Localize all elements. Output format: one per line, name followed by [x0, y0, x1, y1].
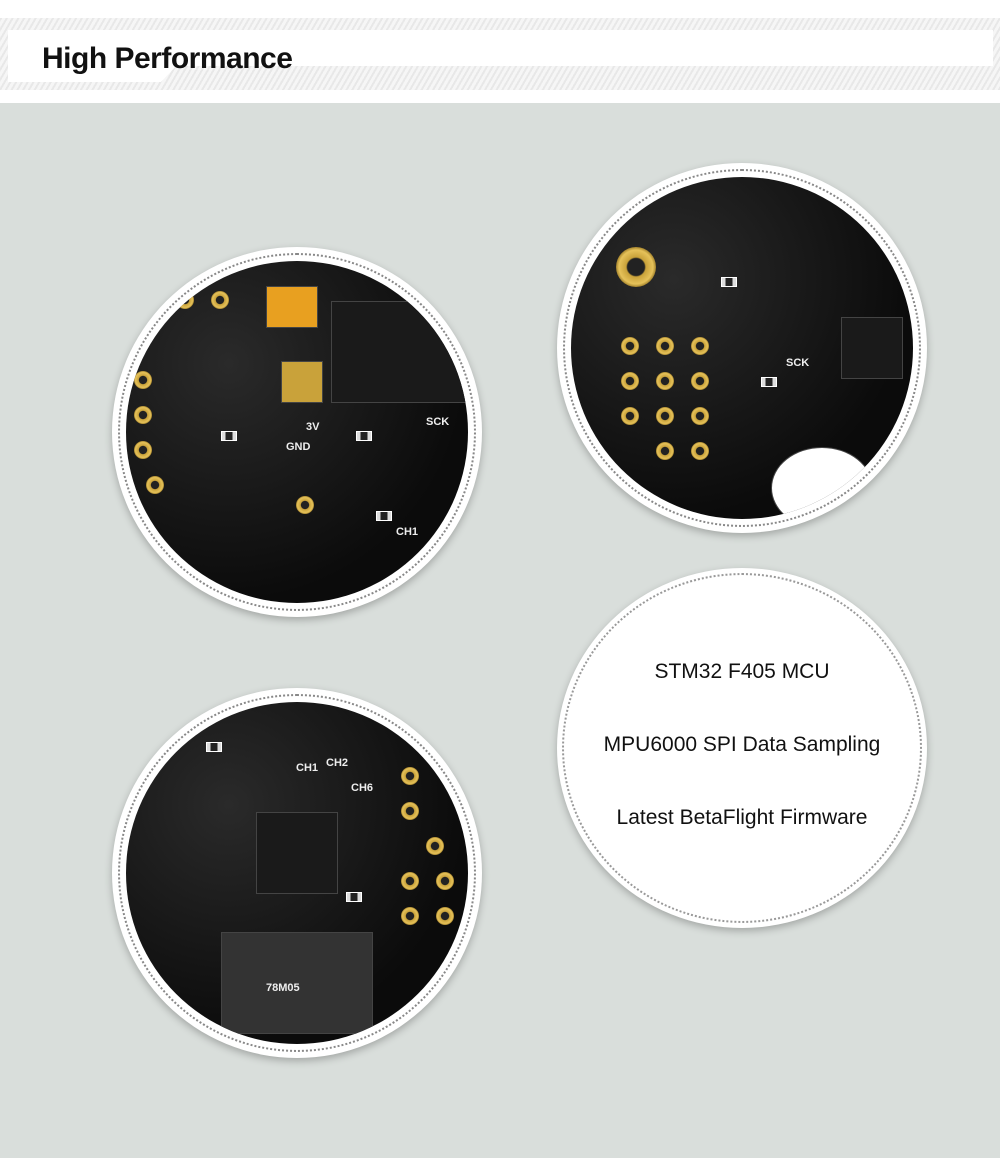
- silk-label: CH6: [351, 782, 374, 794]
- pad: [691, 442, 709, 460]
- pad: [656, 442, 674, 460]
- pad: [211, 291, 229, 309]
- silk-label: SCK: [426, 416, 450, 428]
- pcb-closeup-regulator: CH1 CH2 CH6 78M05: [112, 688, 482, 1058]
- pad: [691, 337, 709, 355]
- smd-part: [346, 892, 362, 902]
- pad: [401, 907, 419, 925]
- feature-circle: STM32 F405 MCU MPU6000 SPI Data Sampling…: [557, 568, 927, 928]
- pad: [656, 407, 674, 425]
- pad: [656, 372, 674, 390]
- pad: [436, 907, 454, 925]
- silk-label: 78M05: [266, 982, 300, 994]
- silk-label: CH1: [396, 526, 419, 538]
- pad: [176, 291, 194, 309]
- banner-tab: [8, 64, 178, 82]
- pcb-photo: SCK: [571, 177, 913, 519]
- section-banner: [0, 18, 1000, 90]
- pad: [296, 496, 314, 514]
- pad: [621, 407, 639, 425]
- mount-hole: [616, 247, 656, 287]
- smd-part: [761, 377, 777, 387]
- smd-part: [721, 277, 737, 287]
- pcb-closeup-pins: SCK: [557, 163, 927, 533]
- chip: [256, 812, 338, 894]
- mcu-chip: [841, 317, 903, 379]
- chip: [331, 301, 468, 403]
- pad: [146, 476, 164, 494]
- pad: [134, 371, 152, 389]
- silk-label: SCK: [786, 357, 810, 369]
- pad: [134, 406, 152, 424]
- smd-part: [376, 511, 392, 521]
- pad: [691, 407, 709, 425]
- smd-part: [221, 431, 237, 441]
- capacitor: [266, 286, 318, 328]
- pad: [621, 337, 639, 355]
- pad: [621, 372, 639, 390]
- smd-part: [356, 431, 372, 441]
- pcb-photo: 3V GND SCK CH1: [126, 261, 468, 603]
- pad: [401, 802, 419, 820]
- section-title: High Performance: [42, 42, 293, 75]
- feature-mcu: STM32 F405 MCU: [654, 660, 830, 683]
- smd-part: [206, 742, 222, 752]
- feature-gyro: MPU6000 SPI Data Sampling: [603, 733, 881, 756]
- silk-label: 3V: [306, 421, 320, 433]
- voltage-regulator: [221, 932, 373, 1034]
- pcb-photo: CH1 CH2 CH6 78M05: [126, 702, 468, 1044]
- silk-label: CH2: [326, 757, 349, 769]
- silk-label: GND: [286, 441, 311, 453]
- banner-inner: [8, 30, 993, 66]
- pad: [401, 872, 419, 890]
- pad: [436, 872, 454, 890]
- pad: [134, 441, 152, 459]
- feature-firmware: Latest BetaFlight Firmware: [616, 806, 868, 829]
- rotary-switch: [771, 447, 873, 519]
- pcb-closeup-mcu: 3V GND SCK CH1: [112, 247, 482, 617]
- pad: [691, 372, 709, 390]
- silk-label: CH1: [296, 762, 319, 774]
- pad: [426, 837, 444, 855]
- crystal: [281, 361, 323, 403]
- pad: [656, 337, 674, 355]
- pad: [401, 767, 419, 785]
